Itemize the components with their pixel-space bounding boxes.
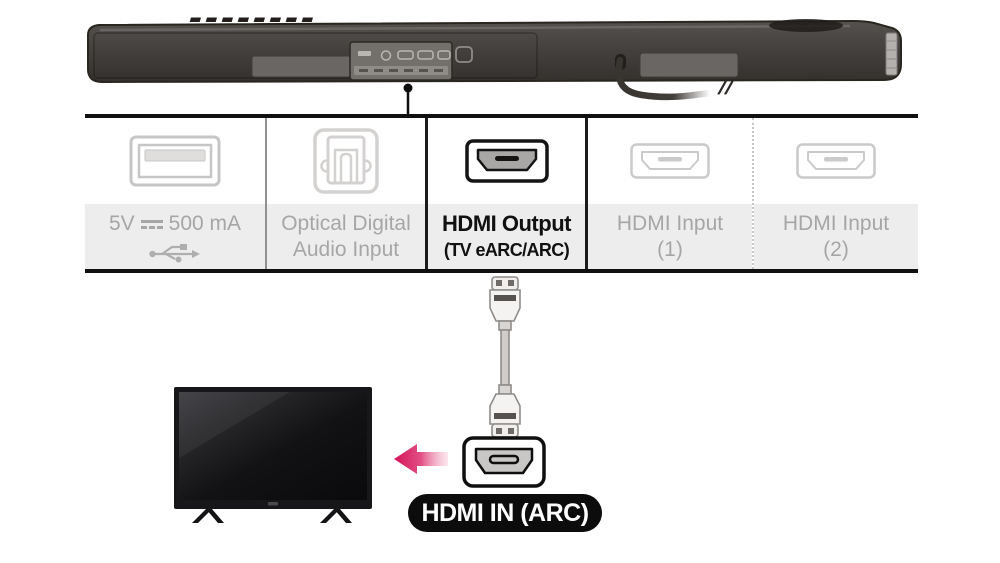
optical-port-icon bbox=[313, 128, 379, 194]
usb-slot bbox=[358, 51, 371, 56]
cable-break-mark: // bbox=[717, 76, 735, 99]
port-column-hdmi-input-1: HDMI Input (1) bbox=[585, 118, 752, 269]
top-vent bbox=[769, 19, 843, 32]
soundbar-illustration bbox=[87, 17, 902, 116]
usb-port-icon bbox=[129, 135, 221, 187]
hdmi-input-2-port-icon bbox=[796, 143, 876, 179]
power-cable bbox=[615, 56, 714, 101]
ports-table: 5V 500 mA bbox=[85, 114, 918, 273]
tv-logo bbox=[268, 502, 278, 506]
optical-slot bbox=[380, 50, 392, 61]
port-label-usb: 5V 500 mA bbox=[85, 204, 265, 269]
port-column-hdmi-output: HDMI Output (TV eARC/ARC) bbox=[425, 118, 585, 269]
tv-legs bbox=[192, 509, 352, 523]
end-cap-grille bbox=[885, 32, 898, 76]
pointer-line bbox=[403, 83, 413, 116]
rear-button bbox=[455, 46, 473, 63]
arrow-left-icon bbox=[394, 444, 448, 474]
connector-panel bbox=[349, 41, 453, 81]
hdmi-slot-2 bbox=[417, 50, 434, 60]
cable-inset-panel bbox=[639, 52, 739, 78]
usb-trident-icon bbox=[149, 244, 200, 263]
hdmi-in-label-pill: HDMI IN (ARC) bbox=[408, 494, 602, 532]
hdmi-input-1-port-icon bbox=[630, 143, 710, 179]
port-label-hdmi-input-1: HDMI Input (1) bbox=[588, 204, 752, 269]
top-button-glyphs bbox=[189, 17, 313, 22]
hdmi-slot-3 bbox=[437, 50, 451, 60]
mid-inset-panel bbox=[251, 55, 352, 78]
tv-illustration bbox=[174, 387, 372, 523]
hdmi-output-port-icon bbox=[464, 139, 549, 183]
port-column-optical: Optical Digital Audio Input bbox=[265, 118, 425, 269]
port-label-hdmi-output: HDMI Output (TV eARC/ARC) bbox=[428, 204, 585, 269]
port-column-usb: 5V 500 mA bbox=[85, 118, 265, 269]
hdmi-in-port-icon bbox=[462, 436, 546, 488]
hdmi-slot-1 bbox=[397, 50, 414, 60]
port-label-hdmi-input-2: HDMI Input (2) bbox=[754, 204, 918, 269]
port-column-hdmi-input-2: HDMI Input (2) bbox=[752, 118, 918, 269]
hdmi-cable bbox=[489, 276, 521, 438]
port-label-optical: Optical Digital Audio Input bbox=[267, 204, 425, 269]
dc-symbol bbox=[140, 219, 163, 229]
